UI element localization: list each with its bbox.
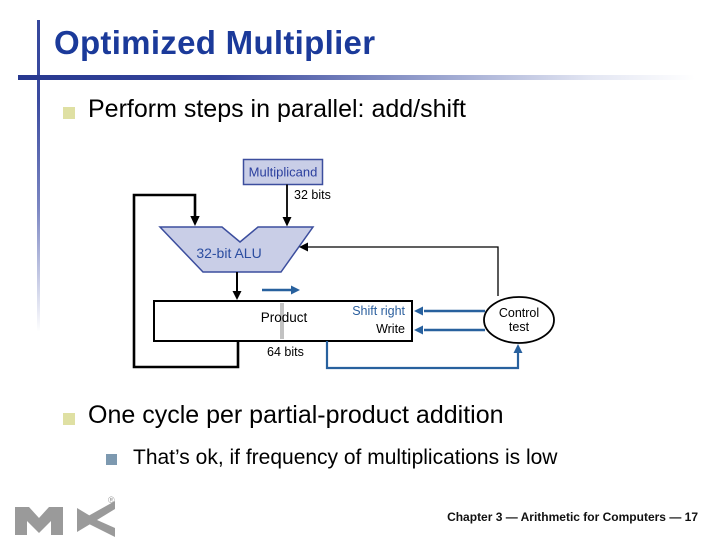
product-to-alu-feedback-line <box>132 193 240 369</box>
alu-shape <box>158 226 315 273</box>
vertical-accent-rule <box>37 20 40 332</box>
bullet-square-icon <box>63 107 75 119</box>
alu-label: 32-bit ALU <box>196 245 261 261</box>
control-test-oval <box>483 296 555 344</box>
arrowhead-into-alu-side <box>299 242 308 252</box>
arrowhead-into-control <box>513 344 523 353</box>
shift-right-label: Shift right <box>352 304 405 318</box>
arrowhead-into-alu-right-input <box>282 217 292 227</box>
multiplicand-width-label: 32 bits <box>294 188 331 202</box>
shift-direction-arrowhead <box>291 285 300 295</box>
sub-bullet-square-icon <box>106 454 117 465</box>
registered-trademark-icon: ® <box>108 495 115 505</box>
arrowhead-into-alu-left <box>190 216 200 226</box>
page-title: Optimized Multiplier <box>54 24 376 61</box>
product-label: Product <box>261 310 308 325</box>
slide-footer: Chapter 3 — Arithmetic for Computers — 1… <box>447 510 698 524</box>
multiplicand-label: Multiplicand <box>249 165 318 180</box>
arrowhead-into-product <box>232 291 242 300</box>
control-write-arrowhead <box>414 325 423 335</box>
control-label-line1: Control <box>499 306 539 320</box>
write-label: Write <box>376 322 405 336</box>
sub-bullet-text: That’s ok, if frequency of multiplicatio… <box>133 446 558 469</box>
product-register-divider <box>280 303 284 339</box>
multiplicand-box <box>242 158 324 186</box>
bullet-square-icon <box>63 413 75 425</box>
mk-publisher-logo-icon: ® <box>15 495 115 537</box>
control-to-alu-line <box>302 246 499 296</box>
logo-letter-k-chevron <box>81 501 115 537</box>
control-shift-right-arrowhead <box>414 306 423 316</box>
product-to-control-line <box>325 341 520 370</box>
product-width-label: 64 bits <box>267 345 304 359</box>
bullet-2-text: One cycle per partial-product addition <box>88 401 504 429</box>
control-label-line2: test <box>509 320 530 334</box>
horizontal-accent-rule <box>18 75 695 80</box>
logo-letter-m <box>15 507 63 535</box>
bullet-1-text: Perform steps in parallel: add/shift <box>88 95 466 123</box>
